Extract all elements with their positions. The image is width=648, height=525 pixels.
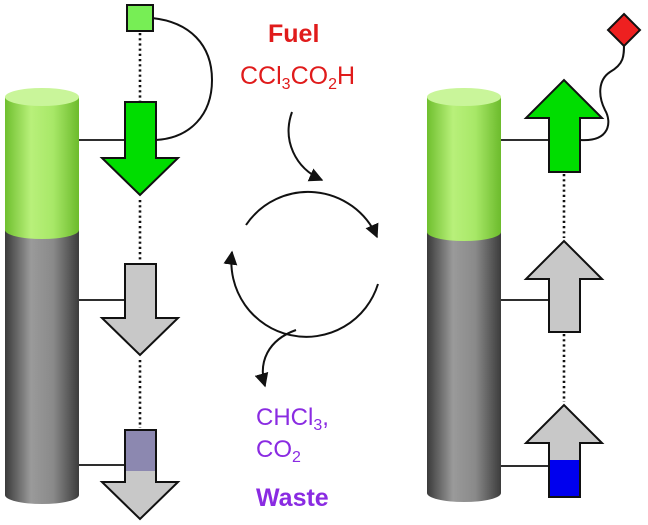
left-arrow-3-outline bbox=[125, 429, 157, 482]
waste-title: Waste bbox=[256, 484, 329, 512]
tethers bbox=[79, 139, 549, 467]
cycle-bottom-arc bbox=[223, 250, 379, 338]
waste-line1-c: , bbox=[322, 404, 329, 431]
left-cylinder-green-section bbox=[5, 97, 79, 239]
waste-formula-line2: CO2 bbox=[256, 434, 329, 466]
left-gray-arrow-2 bbox=[99, 263, 181, 357]
right-cylinder-green-section bbox=[427, 97, 501, 241]
right-green-arrow bbox=[523, 78, 605, 173]
dotted-links bbox=[138, 33, 566, 428]
diamond-icon bbox=[606, 12, 642, 48]
fuel-formula-part-c: CO bbox=[290, 62, 329, 90]
fuel-title: Fuel bbox=[268, 20, 320, 48]
waste-line1-a: CHCl bbox=[256, 404, 314, 431]
left-cylinder-top bbox=[5, 88, 79, 106]
cycle-top-arc bbox=[245, 190, 379, 239]
fuel-inlet-arrow bbox=[287, 111, 324, 182]
left-cylinder-gray-body bbox=[5, 230, 79, 504]
waste-outlet-arrow bbox=[254, 329, 297, 388]
waste-formula: CHCl3, CO2 bbox=[256, 402, 329, 466]
right-cylinder-top bbox=[427, 88, 501, 106]
right-tag-link bbox=[579, 43, 625, 142]
left-arrow-3-fill bbox=[126, 431, 155, 471]
fuel-formula: CCl3CO2H bbox=[240, 62, 356, 93]
fuel-formula-part-a: CCl bbox=[240, 62, 282, 90]
left-tag-link bbox=[151, 17, 214, 141]
fuel-formula-sub-d: 2 bbox=[328, 76, 337, 93]
right-gray-arrow-2 bbox=[523, 239, 605, 333]
waste-line1-sub-b: 3 bbox=[313, 417, 323, 434]
waste-line2-a: CO bbox=[256, 436, 292, 463]
cycle-arrows-icon bbox=[223, 111, 379, 388]
square-icon bbox=[126, 4, 154, 32]
right-cylinder bbox=[427, 88, 501, 502]
right-arrow-3-fill bbox=[550, 460, 579, 496]
left-cylinder bbox=[5, 88, 79, 504]
right-cylinder-gray-body bbox=[427, 232, 501, 502]
left-green-arrow bbox=[99, 101, 181, 197]
fuel-formula-part-e: H bbox=[336, 62, 356, 90]
fuel-formula-sub-b: 3 bbox=[281, 76, 291, 93]
waste-formula-line1: CHCl3, bbox=[256, 402, 329, 434]
right-arrow-3-outline bbox=[548, 443, 581, 498]
waste-line2-sub-b: 2 bbox=[292, 449, 301, 466]
